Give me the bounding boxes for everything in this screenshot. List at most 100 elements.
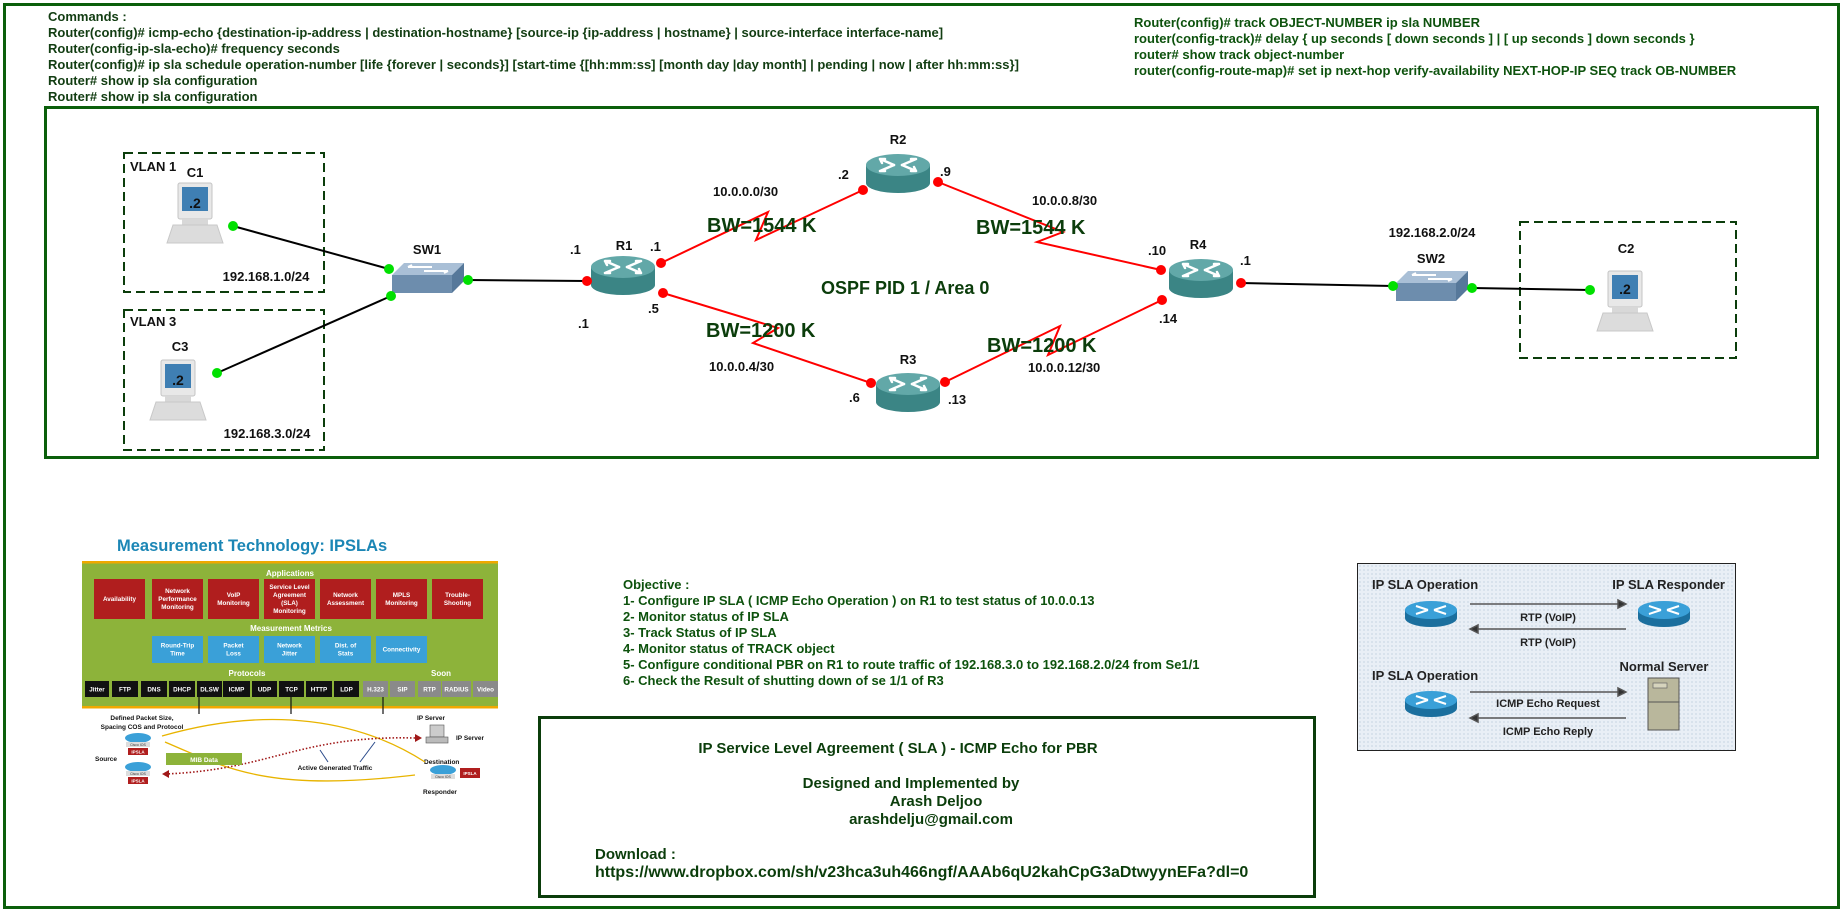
ip-r2-r1: .2 [838, 167, 849, 182]
application-box [152, 579, 203, 619]
pc-c1-ip: .2 [189, 195, 201, 211]
application-box [264, 579, 315, 619]
protocol-label: RTP [423, 687, 436, 694]
metric-label: Stats [338, 651, 354, 658]
ip-r4-r3: .14 [1159, 311, 1178, 326]
router-r3[interactable] [874, 371, 942, 414]
sw2-label: SW2 [1417, 251, 1445, 266]
protocol-label: DNS [147, 687, 160, 694]
bandwidth-r3-r4: BW=1200 K [987, 335, 1097, 357]
application-label: Monitoring [161, 604, 194, 611]
application-box [376, 579, 427, 619]
mib-data-box [166, 753, 242, 765]
protocol-label: UDP [258, 687, 271, 694]
c3-label: C3 [172, 339, 189, 354]
svg-text:IPSLA: IPSLA [463, 771, 477, 776]
ip-r1-r3: .5 [648, 301, 659, 316]
protocol-box [169, 681, 195, 697]
vlan1-box [123, 152, 325, 293]
rtp-back-label: RTP (VoIP) [1520, 637, 1576, 649]
application-label: Assessment [327, 600, 365, 607]
application-label: Network [333, 592, 358, 599]
protocol-label: Video [477, 687, 494, 694]
icmp-reply-label: ICMP Echo Reply [1503, 726, 1594, 738]
metric-label: Loss [226, 651, 241, 658]
sla-router-op2 [1404, 690, 1458, 718]
commands-title: Commands : [48, 9, 127, 24]
objective-title: Objective : [623, 577, 690, 592]
metric-label: Packet [223, 643, 244, 650]
topology-frame [44, 106, 1819, 459]
ip-sla-figure-drawing: IP SLA Operation IP SLA Responder Normal… [1372, 577, 1725, 738]
command-line: Router# show ip sla configuration [48, 89, 258, 104]
bandwidth-r1-r3: BW=1200 K [706, 320, 816, 342]
application-label: Monitoring [385, 600, 418, 607]
outer-frame [3, 3, 1840, 909]
metric-box [320, 636, 371, 663]
svg-text:IPSLA: IPSLA [131, 750, 145, 755]
objective-item: 3- Track Status of IP SLA [623, 625, 777, 640]
c2-box [1519, 221, 1737, 359]
metric-box [264, 636, 315, 663]
link-c1-sw1 [232, 225, 390, 270]
subnet-vlan3: 192.168.3.0/24 [224, 426, 312, 441]
link-sw1-r1 [467, 279, 588, 282]
protocol-box [306, 681, 332, 697]
router-r2[interactable] [864, 152, 932, 195]
objective-item: 1- Configure IP SLA ( ICMP Echo Operatio… [623, 593, 1095, 608]
command-line: router(config-route-map)# set ip next-ho… [1134, 63, 1737, 78]
network-r1-r3: 10.0.0.4/30 [709, 359, 774, 374]
vlan3-label: VLAN 3 [130, 314, 176, 329]
svg-text:Cisco IOS: Cisco IOS [130, 772, 146, 776]
port-indicators [212, 177, 1595, 388]
application-label: (SLA) [281, 600, 298, 607]
author-name: Arash Deljoo [889, 793, 983, 810]
switch-sw2[interactable] [1395, 270, 1469, 302]
download-link[interactable]: https://www.dropbox.com/sh/v23hca3uh466n… [595, 864, 1249, 881]
sw1-label: SW1 [413, 242, 441, 257]
application-label: MPLS [393, 592, 411, 599]
ip-r1-lan1: .1 [570, 242, 581, 257]
credits-box: IP Service Level Agreement ( SLA ) - ICM… [538, 716, 1316, 898]
application-box [208, 579, 259, 619]
router-r4[interactable] [1167, 257, 1235, 300]
pc-c2[interactable] [1596, 270, 1654, 332]
application-label: Monitoring [217, 600, 250, 607]
author-email: arashdelju@gmail.com [849, 811, 1013, 828]
command-line: Router(config)# icmp-echo {destination-i… [48, 25, 944, 40]
metric-label: Network [277, 643, 302, 650]
metric-label: Connectivity [383, 647, 421, 654]
c1-label: C1 [187, 165, 204, 180]
objective-item: 4- Monitor status of TRACK object [623, 641, 835, 656]
command-line: Router# show ip sla configuration [48, 73, 258, 88]
subnet-c2: 192.168.2.0/24 [1389, 225, 1477, 240]
protocol-box [390, 681, 415, 697]
switch-sw1[interactable] [391, 262, 465, 294]
sla-op1-label: IP SLA Operation [1372, 577, 1478, 592]
protocol-label: HTTP [311, 687, 327, 694]
source-label: Source [95, 756, 117, 763]
pc-c1[interactable] [166, 182, 224, 244]
responder-label: Responder [423, 789, 457, 796]
protocol-label: RADIUS [444, 687, 468, 694]
subnet-vlan1: 192.168.1.0/24 [223, 269, 311, 284]
protocols-label: Protocols [229, 669, 266, 678]
protocol-label: H.323 [367, 687, 384, 694]
bandwidth-r2-r4: BW=1544 K [976, 217, 1086, 239]
objective-item: 2- Monitor status of IP SLA [623, 609, 789, 624]
rtp-forward-label: RTP (VoIP) [1520, 612, 1576, 624]
ip-server-label-top: IP Server [417, 715, 446, 722]
application-label: VoIP [227, 592, 241, 599]
serial-link-r3-r4 [944, 299, 1163, 383]
ipsla-measurement-image: Measurement Technology: IPSLAs Applicati… [82, 537, 498, 796]
ip-r1-lan2: .1 [578, 316, 589, 331]
router-r1[interactable] [589, 254, 657, 297]
network-r1-r2: 10.0.0.0/30 [713, 184, 778, 199]
sla-op2-label: IP SLA Operation [1372, 668, 1478, 683]
protocol-box [112, 681, 138, 697]
pc-c3[interactable] [149, 359, 207, 421]
ip-r4-lan: .1 [1240, 253, 1251, 268]
mib-data-label: MIB Data [190, 757, 218, 764]
protocol-label: LDP [340, 687, 353, 694]
source-router-icons: IPSLA IPSLA Cisco IOS Cisco IOS [125, 733, 151, 784]
